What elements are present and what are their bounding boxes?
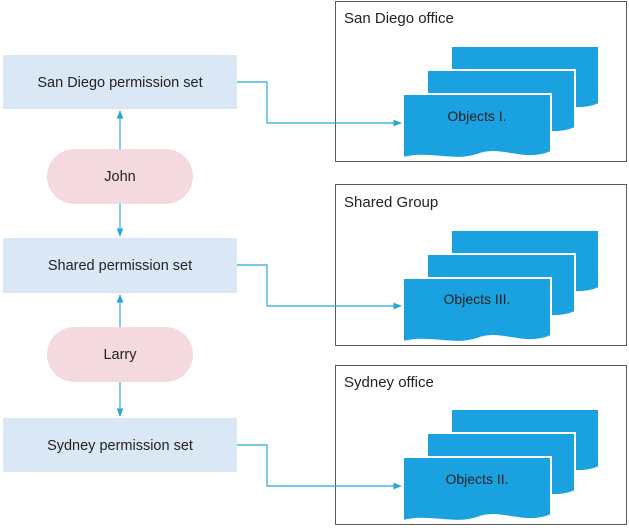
objects-stack-shared: Objects III. [402, 229, 600, 344]
objects-stack-sydney: Objects II. [402, 408, 600, 523]
group-shared-title: Shared Group [344, 194, 438, 211]
document-sheet-front [402, 93, 552, 160]
objects-label-sydney: Objects II. [445, 471, 508, 487]
permission-set-shared-label: Shared permission set [48, 258, 192, 274]
permission-set-sydney-label: Sydney permission set [47, 438, 193, 454]
permission-set-san-diego-label: San Diego permission set [37, 75, 202, 91]
user-john-label: John [104, 169, 135, 185]
user-larry-label: Larry [103, 347, 137, 363]
document-sheet-front [402, 456, 552, 523]
objects-label-san-diego: Objects I. [447, 108, 506, 124]
document-sheet-front [402, 277, 552, 344]
user-larry[interactable]: Larry [47, 327, 193, 382]
permission-set-san-diego-box[interactable] [3, 55, 237, 109]
user-john-pill[interactable] [47, 149, 193, 204]
user-larry-pill[interactable] [47, 327, 193, 382]
permission-set-shared[interactable]: Shared permission set [3, 238, 237, 293]
connector-shared-to-objects [237, 264, 402, 310]
permission-set-san-diego[interactable]: San Diego permission set [3, 55, 237, 109]
group-sydney-title: Sydney office [344, 374, 434, 391]
permission-set-sydney-box[interactable] [3, 418, 237, 472]
connector-san-diego-to-objects [237, 81, 402, 127]
permission-set-shared-box[interactable] [3, 238, 237, 293]
connector-sydney-to-objects [237, 444, 402, 490]
user-john[interactable]: John [47, 149, 193, 204]
objects-label-shared: Objects III. [444, 291, 511, 307]
permission-set-sydney[interactable]: Sydney permission set [3, 418, 237, 472]
group-san-diego-title: San Diego office [344, 10, 454, 27]
objects-stack-san-diego: Objects I. [402, 45, 600, 160]
